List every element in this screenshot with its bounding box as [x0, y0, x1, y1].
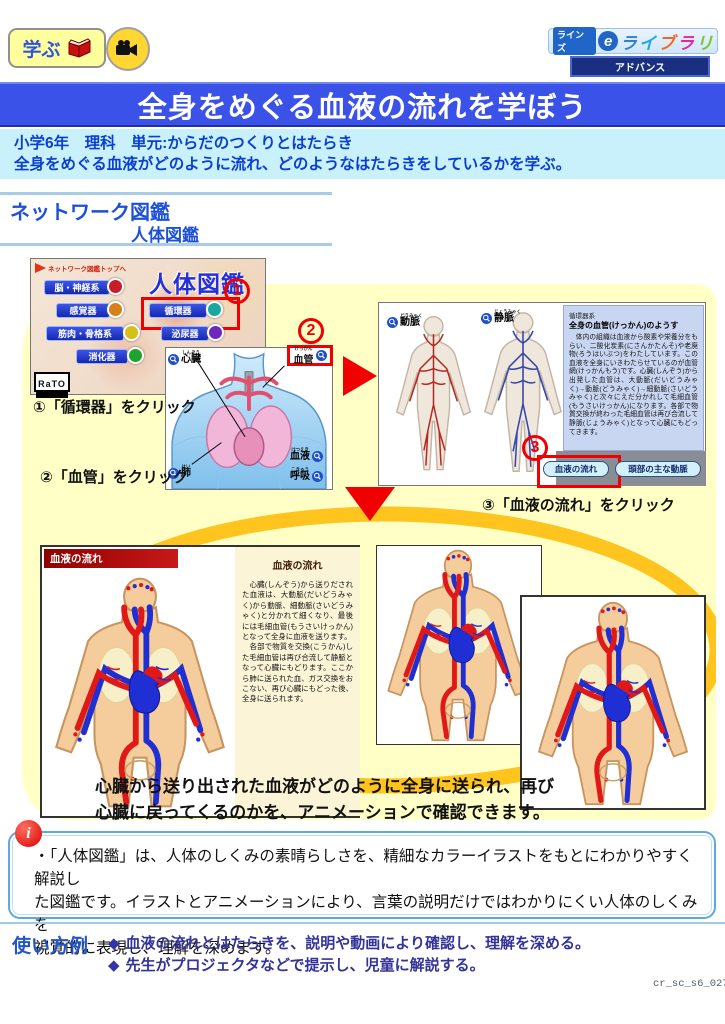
lung-label[interactable]: はい肺 — [168, 464, 191, 479]
sense-category-icon — [107, 301, 124, 318]
screenshot-chest-organs: しんぞう心臓 けっかん血管 はい肺 けつえき血液 こきゅう呼吸 — [165, 345, 333, 490]
blood-flow-text-body: 心臓(しんぞう)から送りだされた血液は、大動脈(だいどうみゃく)から動脈、細動脈… — [242, 580, 353, 704]
magnifier-icon — [315, 350, 327, 361]
section-subtitle: 人体図鑑 — [131, 226, 199, 245]
logo-lines-label: ラインズ — [553, 27, 597, 55]
book-icon — [67, 38, 91, 58]
rato-logo-text: RaTO — [38, 379, 66, 389]
circulation-figure — [532, 600, 694, 806]
magnifier-icon — [312, 471, 323, 482]
logo-letter: ブ — [658, 33, 675, 53]
menu-item-circulatory[interactable]: 循環器 — [149, 303, 207, 318]
blood-flow-window-titlebar: 血液の流れ — [44, 549, 178, 568]
usage-label: 使い方例 — [12, 936, 89, 957]
bottom-divider — [0, 922, 725, 924]
animation-caption: 心臓から送り出された血液がどのように全身に送られ、再び 心臓に戻ってくるのかを、… — [95, 777, 555, 822]
section-rule-bottom — [0, 243, 332, 246]
title-banner: 全身をめぐる血液の流れを学ぼう — [0, 82, 725, 127]
chest-illustration — [171, 352, 327, 489]
muscle-category-icon — [123, 324, 140, 341]
logo-e-mark: e — [598, 31, 618, 51]
flow-arrow-down-icon — [345, 487, 395, 521]
brain-category-icon — [107, 278, 124, 295]
vessel-label-highlighted[interactable]: けっかん血管 — [287, 345, 333, 366]
blood-label[interactable]: けつえき血液 — [290, 447, 323, 462]
animation-frame-2 — [376, 545, 542, 745]
menu-item-muscle-skeleton[interactable]: 筋肉・骨格系 — [46, 326, 124, 341]
logo-letter: イ — [639, 33, 656, 53]
subject-line1: 小学6年 理科 単元:からだのつくりとはたらき — [14, 135, 353, 152]
blood-flow-text-panel: 血液の流れ 心臓(しんぞう)から送りだされた血液は、大動脈(だいどうみゃく)から… — [235, 547, 360, 816]
circulation-figure — [382, 548, 534, 742]
subject-box: 小学6年 理科 単元:からだのつくりとはたらき 全身をめぐる血液がどのように流れ… — [0, 129, 725, 179]
step2-caption: ②「血管」をクリック — [40, 469, 188, 486]
back-to-top-link[interactable]: ネットワーク図鑑トップへ — [35, 263, 126, 273]
blood-flow-window: 血液の流れ 心臓(しんぞう)から送りだされた血液は、大動脈(だいどうみゃく)から… — [40, 545, 360, 818]
magnifier-icon — [481, 313, 492, 324]
step-badge-1: 1 — [224, 278, 250, 304]
artery-label[interactable]: どうみゃく動脈 — [387, 313, 423, 328]
document-code: cr_sc_s6_027 — [653, 978, 725, 990]
blood-flow-text-title: 血液の流れ — [272, 561, 323, 572]
animation-frame-3 — [520, 595, 706, 810]
screenshot-blood-vessels: どうみゃく動脈 じょうみゃく静脈 循環器系 全身の血管(けっかん)のようす 体内… — [378, 302, 706, 488]
section-rule-top — [0, 192, 332, 195]
menu-item-sense-organs[interactable]: 感覚器 — [56, 303, 110, 318]
logo-letter: リ — [696, 33, 713, 53]
flow-arrow-right-icon — [343, 356, 377, 396]
page-title: 全身をめぐる血液の流れを学ぼう — [137, 91, 588, 124]
heart-label[interactable]: しんぞう心臓 — [168, 350, 201, 365]
step1-caption: ①「循環器」をクリック — [33, 399, 196, 416]
urinary-category-icon — [207, 324, 224, 341]
logo-letter: ラ — [677, 33, 694, 53]
learn-label: 学ぶ — [22, 39, 61, 61]
step3-caption: ③「血液の流れ」をクリック — [482, 497, 675, 514]
panel-title: 全身の血管(けっかん)のようす — [569, 321, 679, 330]
video-button[interactable] — [106, 27, 150, 71]
magnifier-icon — [168, 354, 179, 365]
info-box: ・「人体図鑑」は、人体のしくみの素晴らしさを、精細なカラーイラストをもとにわかり… — [8, 831, 716, 957]
diamond-bullet-icon: ◆ — [108, 957, 120, 974]
magnifier-icon — [387, 317, 398, 328]
video-camera-icon — [116, 40, 137, 56]
step-badge-3: 3 — [522, 435, 548, 461]
panel-body: 体内の組織は血液から酸素や栄養分をもらい、二酸化炭素(にさんかたんそ)や老廃物(… — [569, 334, 698, 436]
panel-category: 循環器系 — [569, 313, 595, 320]
learn-badge: 学ぶ — [8, 28, 106, 68]
info-text: ・「人体図鑑」は、人体のしくみの素晴らしさを、精細なカラーイラストをもとにわかり… — [34, 848, 698, 957]
logo-letter: ラ — [620, 33, 637, 53]
vessel-description-panel: 循環器系 全身の血管(けっかん)のようす 体内の組織は血液から酸素や栄養分をもら… — [563, 305, 704, 451]
magnifier-icon — [168, 468, 179, 479]
circulatory-category-icon — [206, 301, 223, 318]
elibrary-logo-top: ラインズ e ラ イ ブ ラ リ — [548, 27, 718, 55]
elibrary-logo: ラインズ e ラ イ ブ ラ リ アドバンス — [548, 27, 718, 82]
usage-item: ◆ 先生がプロジェクタなどで提示し、児童に解説する。 — [108, 955, 708, 977]
step-badge-2: 2 — [298, 318, 324, 344]
menu-item-digestive[interactable]: 消化器 — [76, 349, 128, 364]
diamond-bullet-icon: ◆ — [108, 935, 120, 952]
vein-label[interactable]: じょうみゃく静脈 — [481, 309, 521, 324]
rato-logo: RaTO — [34, 372, 70, 398]
head-arteries-button[interactable]: 頭部の主な動脈 — [615, 461, 701, 477]
breath-label[interactable]: こきゅう呼吸 — [290, 467, 323, 482]
digestive-category-icon — [127, 347, 144, 364]
blood-flow-highlight-box — [537, 455, 621, 488]
usage-item: ◆ 血液の流れとはたらきを、説明や動画により確認し、理解を深める。 — [108, 933, 708, 955]
menu-item-brain-nerves[interactable]: 脳・神経系 — [44, 280, 110, 295]
menu-item-urinary[interactable]: 泌尿器 — [161, 326, 209, 341]
section-title: ネットワーク図鑑 — [10, 202, 170, 224]
info-icon: i — [15, 820, 42, 847]
artery-figure — [395, 315, 472, 471]
back-arrow-icon — [35, 263, 46, 273]
usage-list: ◆ 血液の流れとはたらきを、説明や動画により確認し、理解を深める。 ◆ 先生がプ… — [108, 933, 708, 977]
subject-line2: 全身をめぐる血液がどのように流れ、どのようなはたらきをしているかを学ぶ。 — [14, 156, 572, 173]
back-link-label: ネットワーク図鑑トップへ — [48, 266, 126, 273]
logo-advance-label: アドバンス — [570, 56, 710, 77]
blood-flow-button[interactable]: 血液の流れ — [543, 461, 609, 477]
magnifier-icon — [312, 451, 323, 462]
